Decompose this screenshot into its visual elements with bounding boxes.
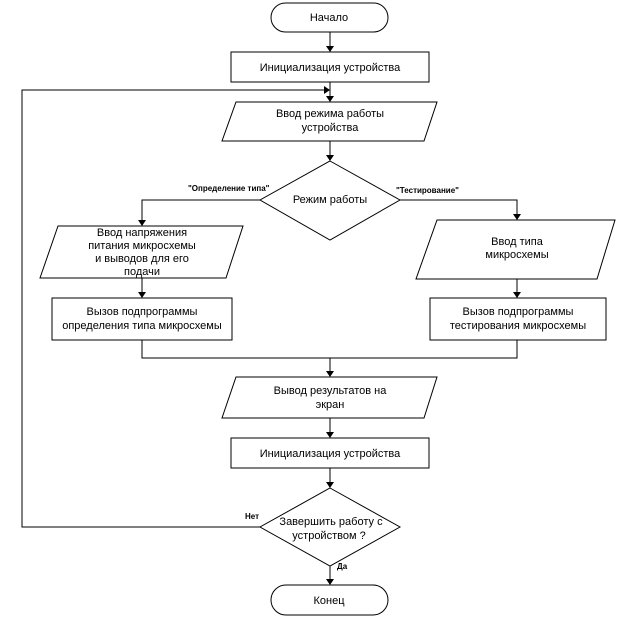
voltage-input-line-3: и выводов для его <box>95 253 189 265</box>
call-test-line-1: Вызов подпрограммы <box>463 306 574 318</box>
branch-label-identify: "Определение типа" <box>188 184 270 193</box>
arrowhead <box>326 482 334 488</box>
voltage-input-line-2: питания микросхемы <box>88 240 196 252</box>
call-identify-line-2: определения типа микросхемы <box>62 320 222 332</box>
call-test-process: Вызов подпрограммы тестирования микросхе… <box>429 297 607 341</box>
mode-decision-label: Режим работы <box>293 194 367 206</box>
end-terminal: Конец <box>270 584 389 616</box>
call-identify-line-1: Вызов подпрограммы <box>87 306 198 318</box>
arrowhead <box>513 214 521 220</box>
mode-input-line-2: устройства <box>302 122 360 134</box>
arrowhead <box>326 371 334 377</box>
mode-input-line-1: Ввод режима работы <box>276 108 384 120</box>
call-identify-process: Вызов подпрограммы определения типа микр… <box>51 297 233 341</box>
init-process-2: Инициализация устройства <box>230 437 430 469</box>
end-label: Конец <box>313 595 345 607</box>
finish-decision-line-2: устройством ? <box>292 530 365 542</box>
start-terminal: Начало <box>270 2 389 33</box>
type-input: Ввод типа микросхемы <box>415 219 616 280</box>
arrowhead <box>326 432 334 438</box>
type-input-line-2: микросхемы <box>485 249 548 261</box>
finish-decision-line-1: Завершить работу с <box>279 516 383 528</box>
init-label-1: Инициализация устройства <box>260 62 401 74</box>
output-results-line-2: экран <box>316 399 345 411</box>
connectors <box>21 32 521 585</box>
init-label-2: Инициализация устройства <box>260 448 401 460</box>
arrowhead <box>326 155 334 161</box>
branch-label-test: "Тестирование" <box>396 186 459 195</box>
init-process-1: Инициализация устройства <box>230 51 430 83</box>
arrowhead <box>513 292 521 298</box>
arrowhead <box>138 292 146 298</box>
branch-label-no: Нет <box>245 512 259 521</box>
arrowhead <box>326 579 334 585</box>
arrowhead <box>138 220 146 226</box>
voltage-input-line-1: Ввод напряжения <box>97 227 187 239</box>
branch-label-yes: Да <box>337 562 348 571</box>
call-test-line-2: тестирования микросхемы <box>450 320 586 332</box>
start-label: Начало <box>310 12 348 24</box>
output-results: Вывод результатов на экран <box>221 376 438 419</box>
voltage-input: Ввод напряжения питания микросхемы и выв… <box>39 225 244 279</box>
arrowhead <box>326 46 334 52</box>
type-input-line-1: Ввод типа <box>491 236 544 248</box>
arrowhead <box>326 96 334 102</box>
arrowhead <box>324 86 330 94</box>
voltage-input-line-4: подачи <box>124 266 160 278</box>
finish-decision: Завершить работу с устройством ? <box>258 487 402 567</box>
mode-decision: Режим работы <box>258 160 402 241</box>
mode-input: Ввод режима работы устройства <box>221 101 438 142</box>
output-results-line-1: Вывод результатов на <box>274 385 388 397</box>
